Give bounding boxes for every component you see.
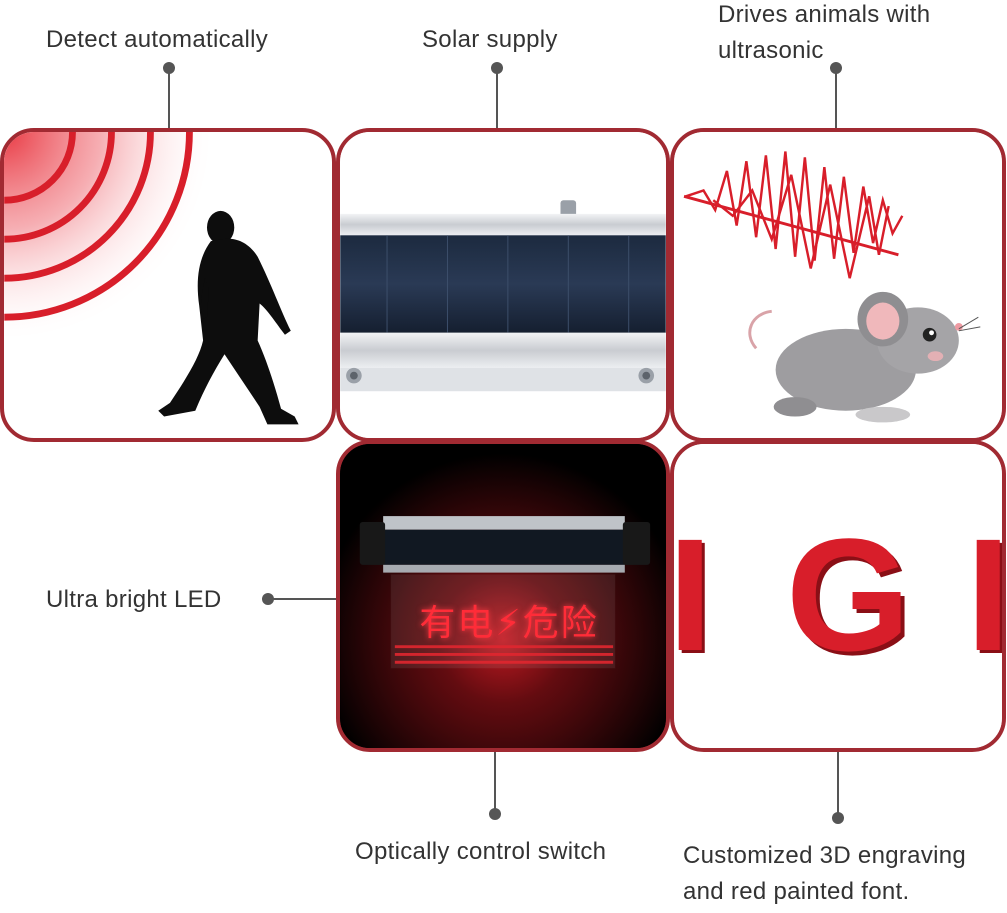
- label-optical: Optically control switch: [355, 838, 607, 865]
- panel-solar: [336, 128, 670, 442]
- label-drives-line1: Drives animals with: [718, 1, 931, 28]
- label-custom-line2: and red painted font.: [683, 878, 910, 905]
- panel-led: 有电⚡危险: [336, 440, 670, 752]
- connector-dot-optical: [489, 808, 501, 820]
- engraved-letter-right: I: [966, 510, 1002, 680]
- connector-line-custom: [837, 750, 839, 816]
- sign-chinese-text: 有电⚡危险: [419, 603, 599, 644]
- connector-line-detect: [168, 68, 170, 130]
- walking-person-icon: [4, 132, 299, 425]
- panel-custom: I G I: [670, 440, 1006, 752]
- connector-line-led: [268, 598, 338, 600]
- label-detect: Detect automatically: [46, 26, 269, 53]
- connector-line-drives: [835, 68, 837, 130]
- label-solar: Solar supply: [422, 26, 558, 53]
- led-sign-icon: [340, 444, 666, 748]
- engraved-letters-icon: [674, 444, 1002, 748]
- engraved-letter-left: I: [670, 505, 713, 684]
- engraved-letter-center: G: [786, 505, 911, 684]
- mouse-icon: [674, 132, 1002, 438]
- label-drives: Drives animals with ultrasonic: [718, 0, 930, 69]
- panel-drives: [670, 128, 1006, 442]
- connector-dot-custom: [832, 812, 844, 824]
- panel-detect: [0, 128, 336, 442]
- label-drives-line2: ultrasonic: [718, 37, 824, 64]
- connector-line-solar: [496, 68, 498, 130]
- label-custom-line1: Customized 3D engraving: [683, 842, 967, 869]
- solar-panel-icon: [340, 132, 666, 438]
- connector-line-optical: [494, 750, 496, 812]
- label-custom: Customized 3D engraving and red painted …: [683, 838, 966, 910]
- label-led: Ultra bright LED: [46, 586, 222, 613]
